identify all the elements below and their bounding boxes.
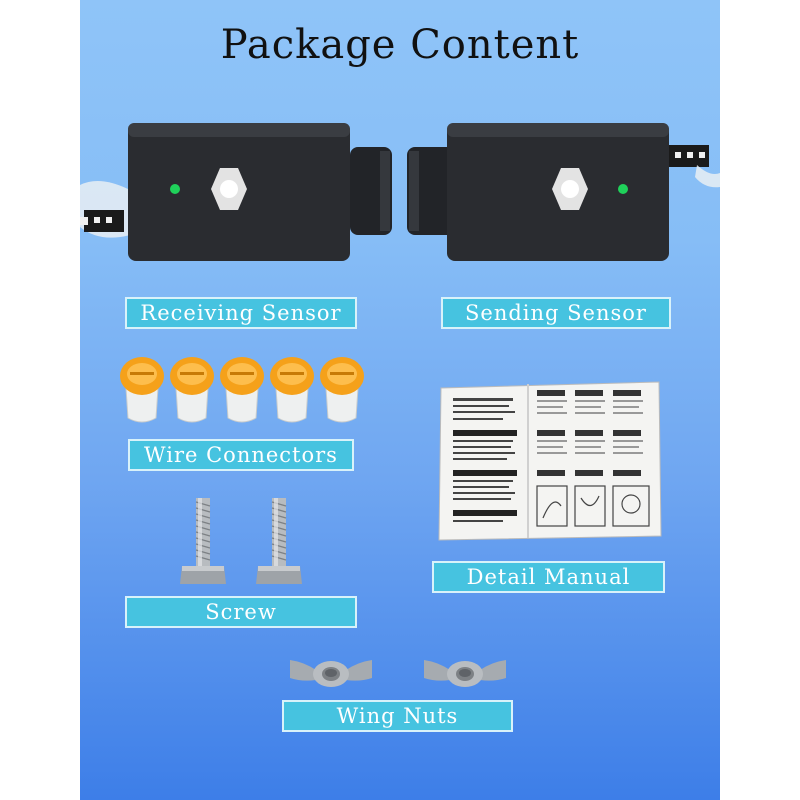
- sending-sensor-image: [407, 123, 720, 261]
- wing-nut: [424, 660, 506, 687]
- wire-connector: [120, 357, 164, 423]
- screws-image: [180, 498, 302, 584]
- wire-connector: [270, 357, 314, 423]
- wire-connectors-image: [120, 357, 364, 423]
- wire-connectors-label: Wire Connectors: [128, 439, 354, 471]
- wing-nut: [290, 660, 372, 687]
- wire-connector: [170, 357, 214, 423]
- wing-nuts-label: Wing Nuts: [282, 700, 513, 732]
- screw: [180, 498, 226, 584]
- screw: [256, 498, 302, 584]
- detail-manual-image: [438, 381, 662, 541]
- detail-manual-label: Detail Manual: [432, 561, 665, 593]
- wire-connector: [220, 357, 264, 423]
- sending-sensor-label: Sending Sensor: [441, 297, 671, 329]
- receiving-sensor-image: [80, 123, 392, 261]
- receiving-sensor-label: Receiving Sensor: [125, 297, 357, 329]
- wing-nuts-image: [290, 660, 506, 687]
- screw-label: Screw: [125, 596, 357, 628]
- wire-connector: [320, 357, 364, 423]
- package-content-panel: Package Content Receiving Sensor Sending…: [80, 0, 720, 800]
- page-title: Package Content: [220, 22, 580, 68]
